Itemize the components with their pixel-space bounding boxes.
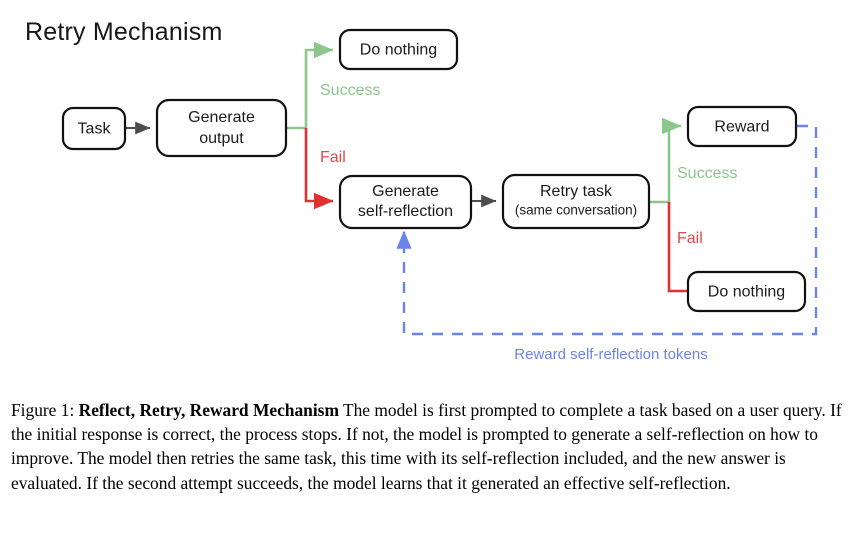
node-do-nothing-bottom[interactable]: Do nothing (686, 270, 807, 313)
edge-label-success-left: Success (320, 82, 380, 99)
node-do-nothing-top[interactable]: Do nothing (338, 28, 459, 71)
node-retry-task[interactable]: Retry task (same conversation) (501, 173, 651, 230)
node-retry-task-label-line2: (same conversation) (515, 203, 637, 218)
edge-feedback-reward-self-reflection-tokens (396, 124, 818, 336)
edge-success-to-reward (649, 117, 682, 204)
edge-label-fail-right: Fail (677, 230, 703, 247)
node-generate-output-label-line1: Generate (188, 109, 255, 126)
node-reward-label: Reward (714, 119, 769, 136)
caption-body: The model is first prompted to complete … (11, 400, 842, 493)
node-task[interactable]: Task (61, 106, 127, 151)
node-retry-task-box (501, 173, 651, 230)
node-generate-self-reflection-label-line1: Generate (372, 183, 439, 200)
node-retry-task-label-line1: Retry task (540, 183, 613, 200)
node-do-nothing-top-label: Do nothing (360, 42, 437, 59)
edge-label-feedback-loop: Reward self-reflection tokens (514, 346, 707, 363)
node-reward-box (686, 105, 798, 148)
node-generate-output-box (155, 98, 288, 158)
node-generate-self-reflection[interactable]: Generate self-reflection (338, 174, 473, 230)
node-do-nothing-bottom-label: Do nothing (708, 284, 785, 301)
edge-label-fail-left: Fail (320, 149, 346, 166)
node-generate-output-label-line2: output (199, 130, 244, 147)
node-task-box (61, 106, 127, 151)
node-do-nothing-bottom-box (686, 270, 807, 313)
node-generate-self-reflection-box (338, 174, 473, 230)
node-task-label: Task (78, 121, 112, 138)
edge-label-success-right: Success (677, 165, 737, 182)
node-do-nothing-top-box (338, 28, 459, 71)
caption-bold-title: Reflect, Retry, Reward Mechanism (78, 400, 339, 420)
edge-success-to-do-nothing-top (286, 41, 334, 130)
node-generate-output[interactable]: Generate output (155, 98, 288, 158)
node-generate-self-reflection-label-line2: self-reflection (358, 203, 453, 220)
figure-caption: Figure 1: Reflect, Retry, Reward Mechani… (11, 398, 851, 495)
edge-fail-to-do-nothing-bottom (667, 202, 688, 293)
caption-prefix: Figure 1: (11, 400, 75, 420)
flowchart-diagram: Retry Mechanism Success Fail Success Fai… (25, 18, 818, 363)
node-reward[interactable]: Reward (686, 105, 798, 148)
edge-fail-to-generate-self-reflection (304, 128, 334, 210)
page-title: Retry Mechanism (25, 18, 223, 46)
